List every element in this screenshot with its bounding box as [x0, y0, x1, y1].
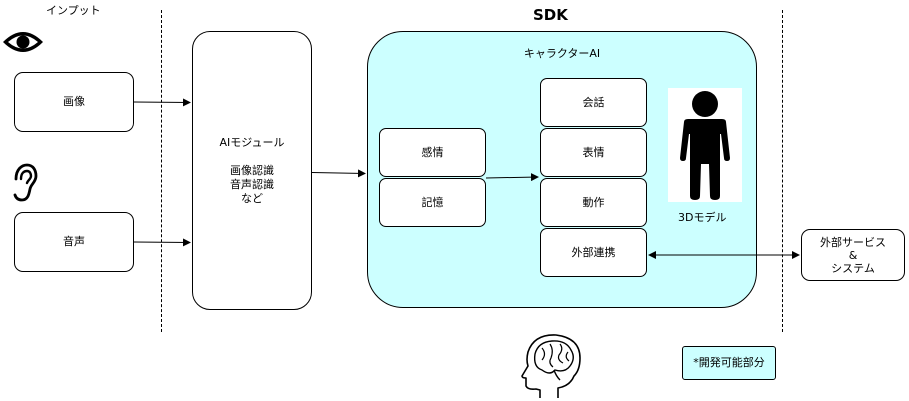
model-3d-figure-frame: [668, 88, 742, 202]
human-figure-icon: [680, 91, 730, 200]
motion-box: 動作: [540, 178, 647, 227]
voice-input-box: 音声: [14, 212, 134, 272]
image-input-label: 画像: [63, 95, 85, 108]
ai-module-title: AIモジュール: [219, 135, 285, 149]
model-3d-label: 3Dモデル: [678, 211, 727, 224]
input-section-title: インプット: [46, 4, 101, 17]
ai-module-item: 音声認識: [230, 177, 274, 191]
character-ai-title: キャラクターAI: [523, 47, 601, 60]
external-separator-line: [782, 10, 783, 332]
voice-input-label: 音声: [63, 235, 85, 248]
image-input-box: 画像: [14, 72, 134, 132]
eye-icon: [3, 32, 43, 52]
sdk-title: SDK: [533, 6, 568, 24]
emotion-memory-to-expression-arrow: [485, 173, 539, 182]
brain-head-icon: [521, 334, 581, 398]
external-link-label: 外部連携: [571, 245, 616, 259]
legend-note-box: *開発可能部分: [682, 346, 776, 380]
ear-icon: [13, 163, 38, 202]
ai-module-item: 画像認識: [230, 163, 274, 177]
external-service-line2: &: [848, 248, 858, 262]
conversation-label: 会話: [582, 95, 605, 109]
emotion-label: 感情: [421, 145, 444, 159]
external-service-box: 外部サービス & システム: [801, 229, 905, 281]
emotion-box: 感情: [379, 128, 486, 177]
external-service-line3: システム: [831, 261, 875, 275]
ai-to-character-arrow: [311, 169, 366, 178]
conversation-box: 会話: [540, 78, 647, 127]
memory-box: 記憶: [379, 178, 486, 227]
image-to-ai-arrow: [133, 98, 191, 107]
motion-label: 動作: [582, 195, 605, 209]
external-service-line1: 外部サービス: [820, 235, 886, 249]
input-separator-line: [161, 10, 162, 332]
memory-label: 記憶: [421, 195, 444, 209]
legend-note-label: *開発可能部分: [693, 356, 765, 369]
ai-module-item: など: [241, 191, 263, 205]
expression-label: 表情: [582, 145, 605, 159]
voice-to-ai-arrow: [133, 238, 191, 247]
ai-module-box: AIモジュール 画像認識 音声認識 など: [192, 31, 312, 310]
external-link-box: 外部連携: [540, 228, 647, 277]
expression-box: 表情: [540, 128, 647, 177]
